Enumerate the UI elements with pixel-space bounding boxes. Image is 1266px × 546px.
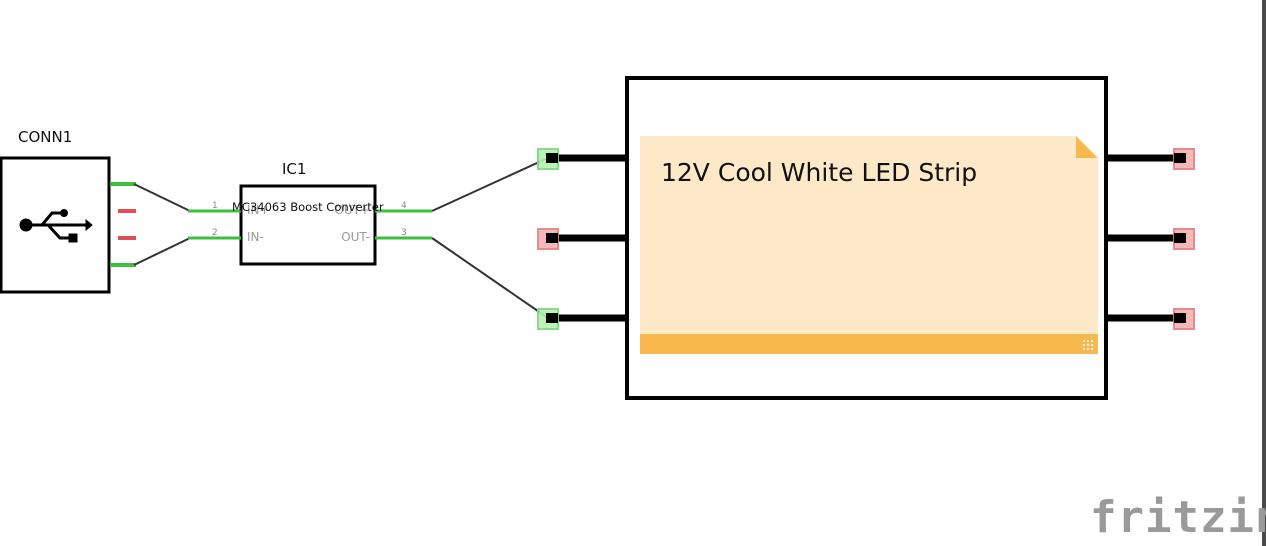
led-strip-left-pins bbox=[548, 154, 627, 322]
led-strip-right-pins bbox=[1106, 154, 1184, 322]
ic1-body bbox=[239, 184, 377, 266]
wire-conn1-ic-in-minus bbox=[133, 237, 191, 266]
ic1-pin4-name: OUT+ bbox=[334, 203, 370, 217]
ic1-pin1-name: IN+ bbox=[247, 203, 270, 217]
wire-ic-out-minus-led bbox=[431, 237, 549, 319]
resize-grip-icon[interactable] bbox=[1082, 339, 1094, 351]
canvas-edge bbox=[1262, 0, 1266, 546]
ic1-pin3-name: OUT- bbox=[341, 230, 370, 244]
ic1-pin1-number: 1 bbox=[212, 201, 218, 211]
note-fold-icon bbox=[1076, 136, 1098, 158]
ic1-label: IC1 bbox=[282, 160, 306, 178]
note-text: 12V Cool White LED Strip bbox=[661, 158, 978, 187]
fritzing-watermark: fritzing bbox=[1090, 492, 1266, 543]
ic1-title: MC34063 Boost Converter bbox=[232, 200, 384, 214]
conn1-pins bbox=[110, 182, 136, 267]
ic1-boost-converter[interactable]: IC1 1 2 4 3 IN+ IN- OUT+ OUT- MC34063 Bo… bbox=[188, 160, 432, 266]
wire-conn1-ic-in-plus bbox=[133, 183, 191, 212]
wire-ic-out-plus-led bbox=[431, 157, 549, 212]
usb-connector-conn1[interactable]: CONN1 bbox=[0, 128, 136, 294]
ic1-pin3-number: 3 bbox=[401, 228, 407, 238]
ic1-pin2-name: IN- bbox=[247, 230, 264, 244]
note-footer bbox=[640, 334, 1098, 354]
ic1-pin4-number: 4 bbox=[401, 201, 407, 211]
led-strip-note[interactable]: 12V Cool White LED Strip bbox=[640, 136, 1098, 354]
wires bbox=[133, 157, 549, 319]
usb-icon bbox=[19, 209, 93, 243]
ic1-pin2-number: 2 bbox=[212, 228, 218, 238]
conn1-label: CONN1 bbox=[18, 128, 72, 146]
